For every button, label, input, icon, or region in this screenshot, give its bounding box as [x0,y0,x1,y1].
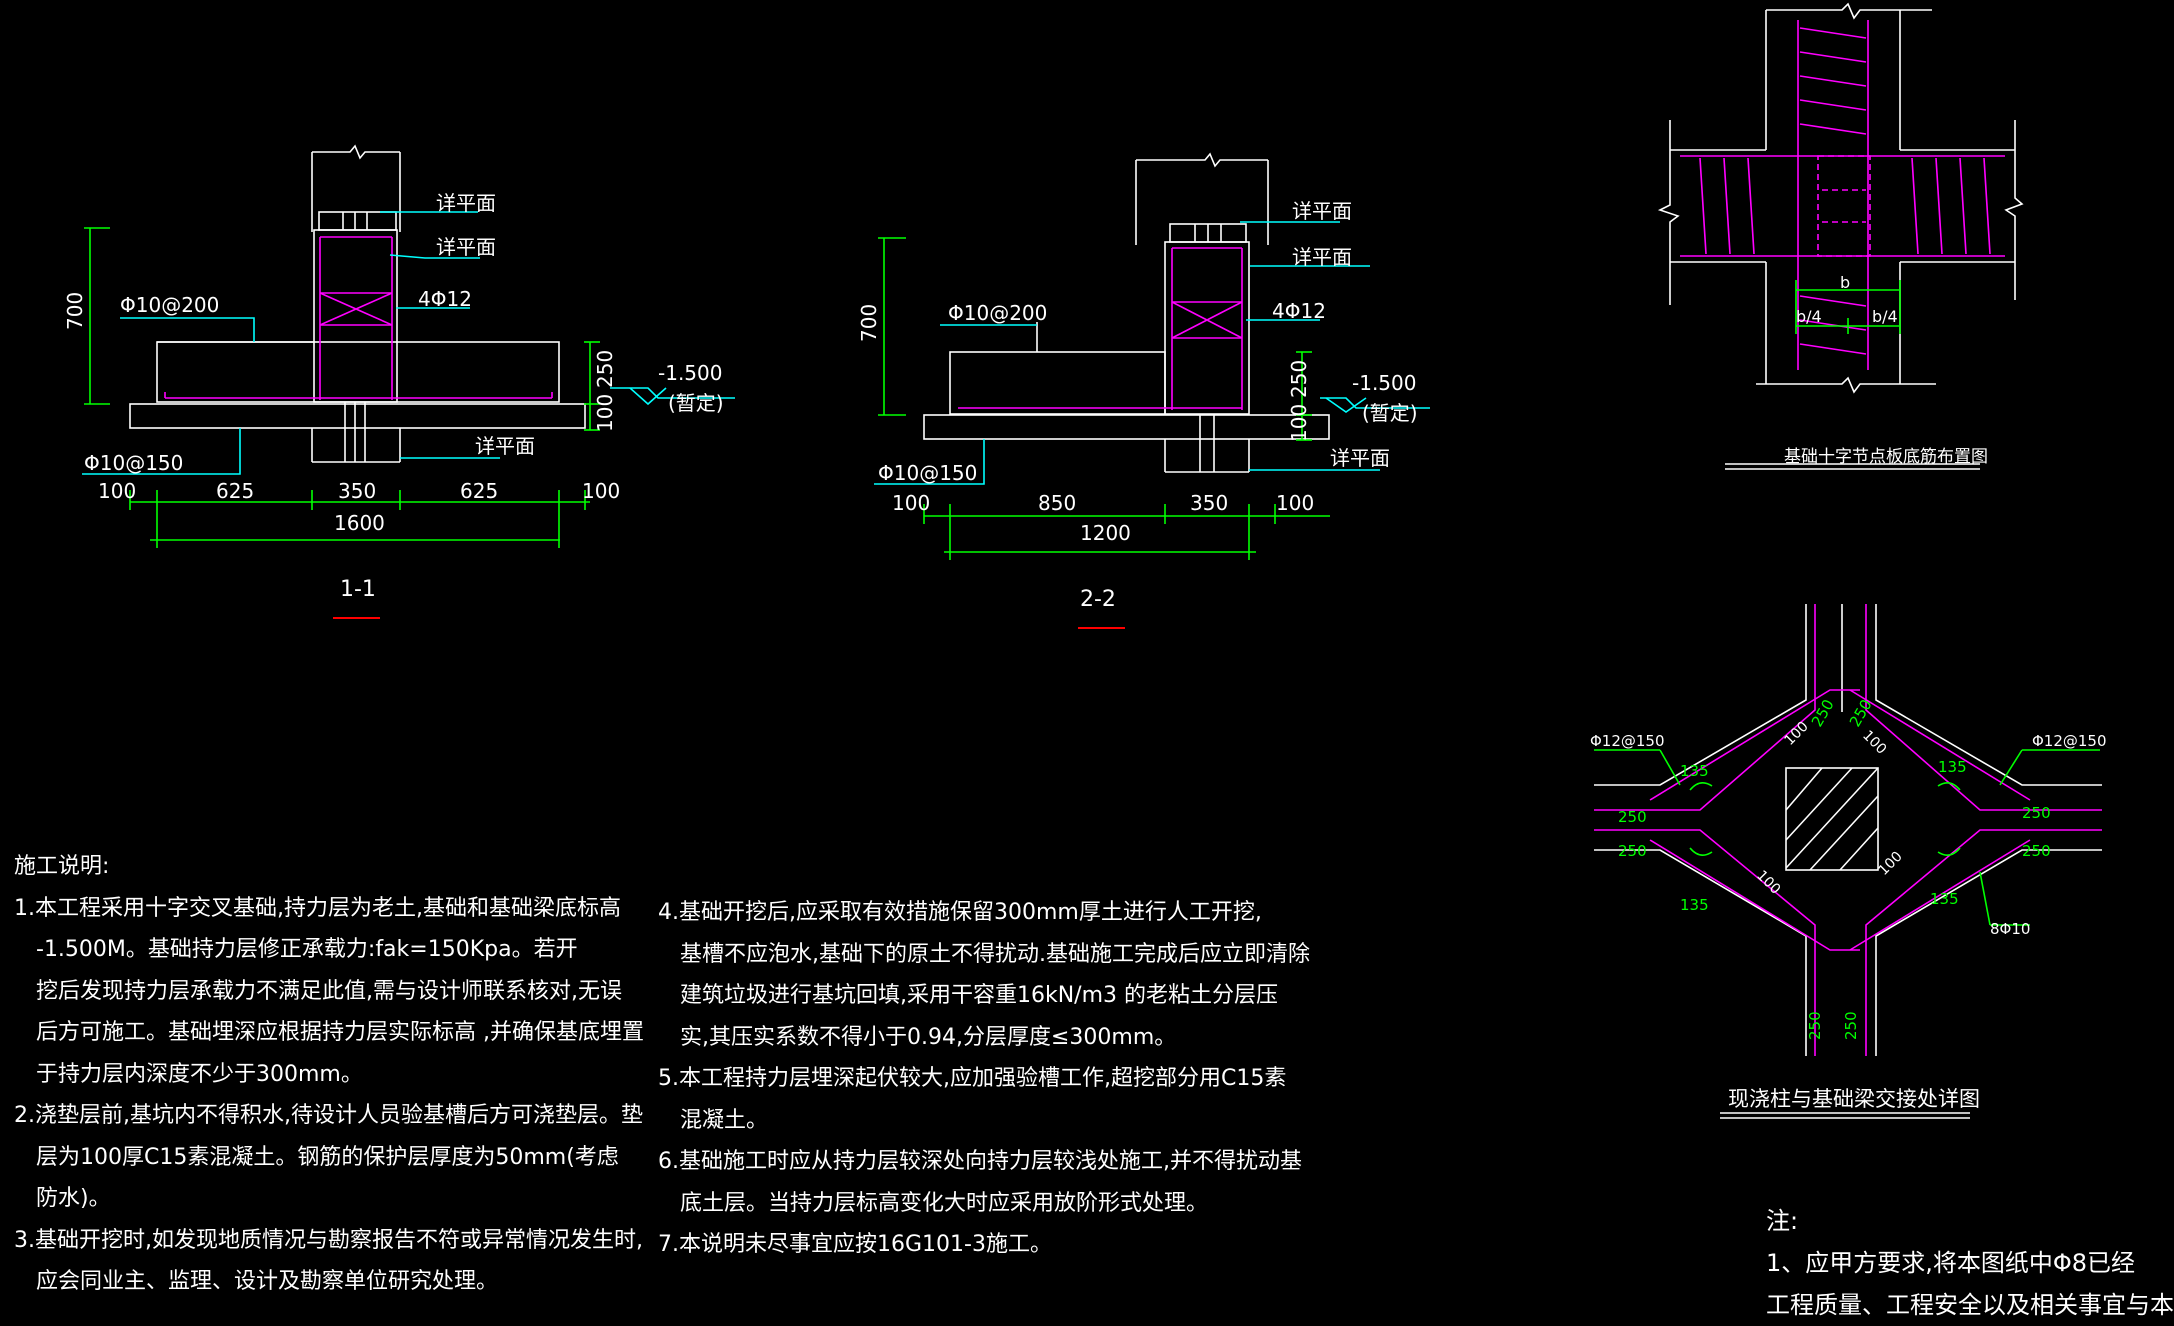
col-dim-135-c: 135 [1680,896,1709,914]
s2-width-total: 1200 [1080,521,1131,545]
s2-elevation: -1.500 [1352,371,1416,395]
note-line: 2.浇垫层前,基坑内不得积水,待设计人员验基槽后方可浇垫层。垫 [14,1103,643,1128]
remark-notes: 注: 1、应甲方要求,将本图纸中Φ8已经 工程质量、工程安全以及相关事宜与本 [1766,1200,2174,1326]
note-line: 防水)。 [36,1186,111,1211]
note-line: 5.本工程持力层埋深起伏较大,应加强验槽工作,超挖部分用C15素 [658,1066,1287,1091]
note-line: 底土层。当持力层标高变化大时应采用放阶形式处理。 [680,1190,1209,1216]
remark-heading: 注: [1766,1207,1799,1235]
s1-elevation-note: (暂定) [668,391,724,415]
note-line: 4.基础开挖后,应采取有效措施保留300mm厚土进行人工开挖, [658,900,1262,925]
section-2-2 [874,152,1430,629]
s1-rebar-bottom: Φ10@150 [84,451,183,475]
note-line: 混凝土。 [680,1107,769,1133]
col-bars: 8Φ10 [1990,920,2030,938]
s1-width-total: 1600 [334,511,385,535]
cross-b4-right: b/4 [1872,307,1898,326]
cross-node-detail [1657,2,2024,470]
s2-height-cushion: 100 [1287,404,1311,442]
note-line: 应会同业主、监理、设计及勘察单位研究处理。 [36,1269,499,1294]
col-dim-250-h: 250 [1846,696,1876,730]
col-dim-250-e: 250 [1806,1011,1824,1040]
col-dim-135-b: 135 [1938,758,1967,776]
col-dim-100-d: 100 [1876,849,1906,879]
col-dim-100-c: 100 [1753,868,1783,898]
remark-line: 工程质量、工程安全以及相关事宜与本 [1766,1291,2174,1319]
note-line: 挖后发现持力层承载力不满足此值,需与设计师联系核对,无误 [36,978,622,1004]
s1-dim-2: 625 [216,479,254,503]
note-line: 于持力层内深度不少于300mm。 [36,1061,363,1087]
col-dim-135-d: 135 [1930,890,1959,908]
s1-ref-label-1: 详平面 [436,191,496,215]
s1-rebar-top: Φ10@200 [120,293,219,317]
cad-drawing: 详平面 详平面 4Φ12 Φ10@200 Φ10@150 详平面 -1.500 … [63,2,2107,1119]
s1-dim-5: 100 [582,479,620,503]
s1-height-cushion: 100 [593,394,617,432]
s2-dim-2: 850 [1038,491,1076,515]
s1-dim-3: 350 [338,479,376,503]
column-detail-title: 现浇柱与基础梁交接处详图 [1728,1087,1980,1111]
note-line: 7.本说明未尽事宜应按16G101-3施工。 [658,1232,1052,1257]
col-dim-100-a: 100 [1782,719,1812,749]
construction-notes-col2: 4.基础开挖后,应采取有效措施保留300mm厚土进行人工开挖, 基槽不应泡水,基… [658,892,1310,1266]
note-line: 1.本工程采用十字交叉基础,持力层为老土,基础和基础梁底标高 [14,895,621,921]
col-dim-250-a: 250 [1618,808,1647,826]
note-line: -1.500M。基础持力层修正承载力:fak=150Kpa。若开 [36,937,578,962]
note-line: 层为100厚C15素混凝土。钢筋的保护层厚度为50mm(考虑 [36,1144,619,1170]
col-dim-250-c: 250 [2022,804,2051,822]
col-dim-250-f: 250 [1842,1011,1860,1040]
s2-ref-label-1: 详平面 [1292,199,1352,223]
col-dim-135-a: 135 [1680,762,1709,780]
note-line: 后方可施工。基础埋深应根据持力层实际标高 ,并确保基底埋置 [36,1020,644,1045]
cross-b-label: b [1840,273,1850,292]
s2-rebar-bottom: Φ10@150 [878,461,977,485]
note-line: 6.基础施工时应从持力层较深处向持力层较浅处施工,并不得扰动基 [658,1149,1302,1174]
note-line: 3.基础开挖时,如发现地质情况与勘察报告不符或异常情况发生时, [14,1227,643,1253]
s2-dim-1: 100 [892,491,930,515]
s2-ref-label-3: 详平面 [1330,446,1390,470]
s1-ref-label-3: 详平面 [475,434,535,458]
s1-ref-label-2: 详平面 [436,235,496,259]
s2-beam-bars: 4Φ12 [1272,299,1326,323]
s2-ref-label-2: 详平面 [1292,245,1352,269]
note-line: 实,其压实系数不得小于0.94,分层厚度≤300mm。 [680,1024,1177,1050]
s1-elevation: -1.500 [658,361,722,385]
s2-height-total: 700 [857,304,881,342]
column-beam-joint-detail [1594,604,2102,1119]
s1-beam-bars: 4Φ12 [418,287,472,311]
notes-heading: 施工说明: [14,854,110,879]
col-dim-250-b: 250 [1618,842,1647,860]
col-dim-100-b: 100 [1859,728,1889,758]
s2-height-pad: 250 [1287,360,1311,398]
note-line: 建筑垃圾进行基坑回填,采用干容重16kN/m3 的老粘土分层压 [680,983,1279,1008]
s2-rebar-top: Φ10@200 [948,301,1047,325]
s2-elevation-note: (暂定) [1362,401,1418,425]
s1-height-total: 700 [63,292,87,330]
section-1-1 [82,144,735,619]
s1-title: 1-1 [340,577,376,602]
s1-dim-4: 625 [460,479,498,503]
s1-height-pad: 250 [593,350,617,388]
s2-dim-4: 100 [1276,491,1314,515]
remark-line: 1、应甲方要求,将本图纸中Φ8已经 [1766,1249,2136,1277]
col-dim-250-d: 250 [2022,842,2051,860]
col-rebar-left: Φ12@150 [1590,732,1665,750]
s1-dim-1: 100 [98,479,136,503]
construction-notes-col1: 施工说明: 1.本工程采用十字交叉基础,持力层为老土,基础和基础梁底标高 -1.… [14,846,644,1303]
col-rebar-right: Φ12@150 [2032,732,2107,750]
cross-detail-title: 基础十字节点板底筋布置图 [1784,447,1988,467]
cross-b4-left: b/4 [1796,307,1822,326]
note-line: 基槽不应泡水,基础下的原土不得扰动.基础施工完成后应立即清除 [680,941,1310,967]
s2-title: 2-2 [1080,587,1116,612]
s2-dim-3: 350 [1190,491,1228,515]
